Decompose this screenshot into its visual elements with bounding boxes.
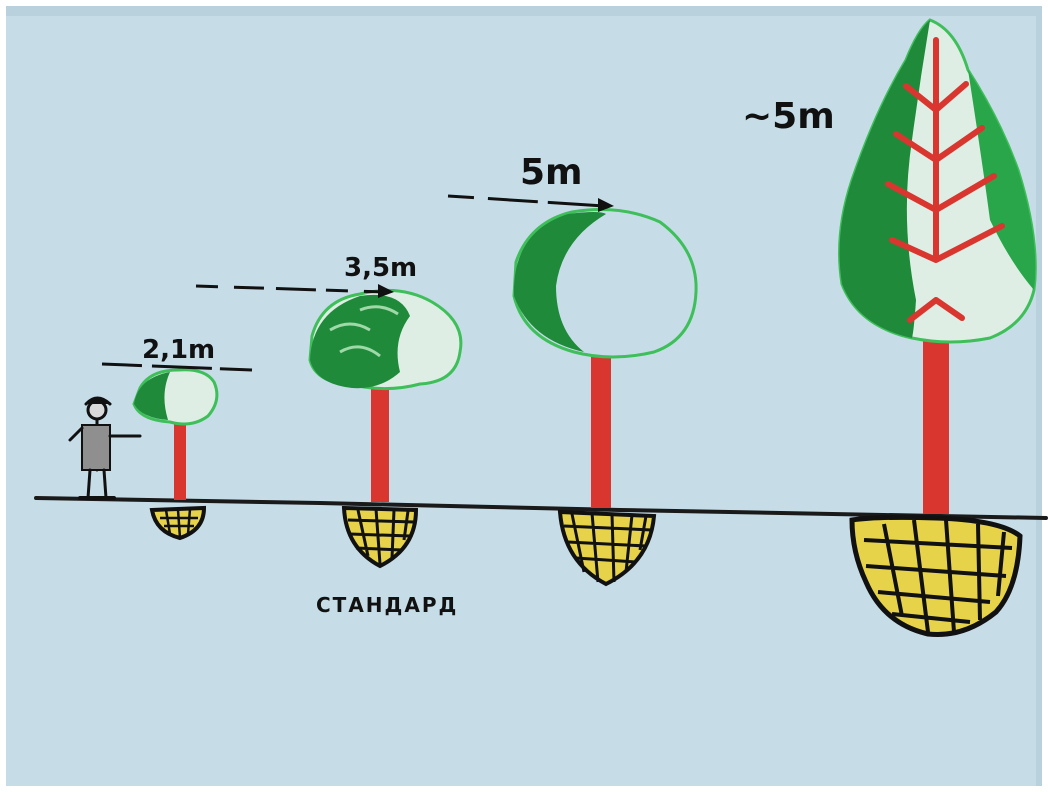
ground-line: [34, 496, 1048, 520]
tree-2-crown-shading: [310, 294, 410, 389]
tree-1-crown-shading: [134, 372, 170, 420]
tree-4-rootball-mesh: [863, 519, 1013, 633]
tree-4-crown-shading: [839, 20, 930, 338]
tree-4-crown-shading-right: [968, 70, 1036, 290]
tree-4-width-label: ~5m: [742, 96, 835, 137]
tree-3-width-arrow: [598, 198, 614, 212]
tree-3-trunk: [591, 352, 611, 508]
tree-4-branches: [885, 37, 1005, 323]
paper-shadow-top: [6, 6, 1042, 16]
person-figure: [68, 396, 142, 500]
tree-1-rootball-mesh: [160, 508, 198, 539]
tree-3-crown-shading: [513, 212, 606, 352]
tree-1-width-line: [101, 362, 253, 372]
tree-2-width-label: 3,5m: [344, 253, 417, 283]
tree-2-rootball-mesh: [347, 508, 415, 565]
tree-2-width-arrow: [378, 284, 394, 298]
tree-1-width-label: 2,1m: [142, 335, 215, 365]
tree-2-crown-texture: [329, 305, 399, 358]
standard-label: СТАНДАРД: [316, 593, 458, 617]
paper-shadow-right: [1036, 6, 1042, 786]
tree-3-width-label: 5m: [520, 152, 583, 193]
tree-3-width-line: [447, 194, 605, 208]
tree-4: ~5m: [742, 18, 1037, 638]
tree-1-trunk: [174, 420, 186, 500]
tree-2-trunk: [371, 378, 389, 502]
tree-3: 5m: [447, 152, 698, 587]
tree-3-rootball-mesh: [563, 512, 653, 583]
tree-2-width-line: [195, 284, 385, 294]
tree-1: 2,1m: [101, 335, 253, 541]
tree-2: 3,5m: [195, 253, 463, 569]
